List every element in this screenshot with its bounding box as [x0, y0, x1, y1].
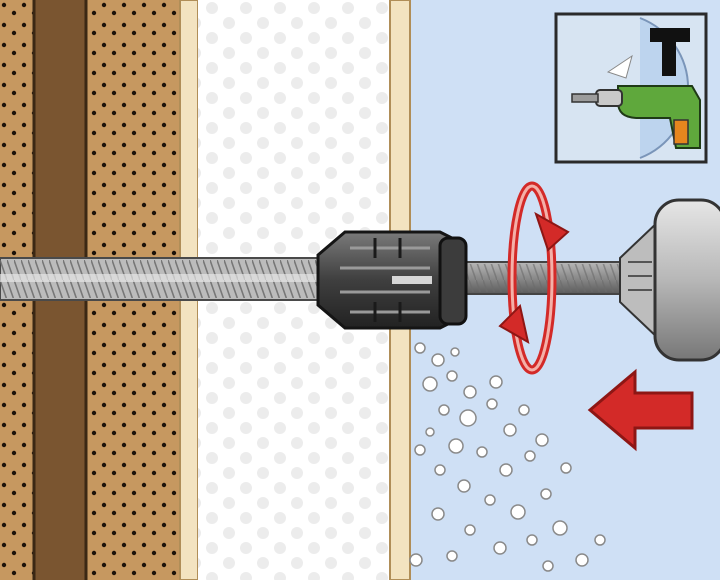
push-arrow-icon — [587, 368, 694, 452]
dust-particle — [524, 450, 536, 462]
dust-particle — [489, 375, 503, 389]
drill-chuck — [619, 198, 720, 362]
drill-icon — [571, 54, 701, 149]
dust-particle — [431, 353, 445, 367]
dust-particle — [518, 404, 530, 416]
dust-particle — [450, 347, 460, 357]
dust-particle — [535, 433, 549, 447]
drill-dust — [409, 342, 606, 572]
dust-particle — [542, 560, 554, 572]
dust-particle — [438, 404, 450, 416]
dust-particle — [414, 444, 426, 456]
dust-particle — [448, 438, 464, 454]
dust-particle — [463, 385, 477, 399]
dust-particle — [575, 553, 589, 567]
rotation-arrow-icon — [498, 181, 570, 375]
dust-particle — [459, 409, 477, 427]
dust-particle — [594, 534, 606, 546]
dust-particle — [457, 479, 471, 493]
dust-particle — [425, 427, 435, 437]
dust-particle — [499, 463, 513, 477]
dust-particle — [484, 494, 496, 506]
dust-particle — [446, 370, 458, 382]
dust-particle — [526, 534, 538, 546]
dust-particle — [464, 524, 476, 536]
dust-particle — [510, 504, 526, 520]
hammer-icon — [650, 28, 690, 76]
dust-particle — [493, 541, 507, 555]
dust-particle — [431, 507, 445, 521]
dust-particle — [560, 462, 572, 474]
insulation-anchor — [316, 230, 468, 330]
dust-particle — [503, 423, 517, 437]
dust-particle — [409, 553, 423, 567]
dust-particle — [486, 398, 498, 410]
dust-particle — [446, 550, 458, 562]
drill-mode-inset — [554, 12, 708, 164]
dust-particle — [422, 376, 438, 392]
dust-particle — [414, 342, 426, 354]
dust-particle — [552, 520, 568, 536]
dust-particle — [540, 488, 552, 500]
dust-particle — [434, 464, 446, 476]
dust-particle — [476, 446, 488, 458]
